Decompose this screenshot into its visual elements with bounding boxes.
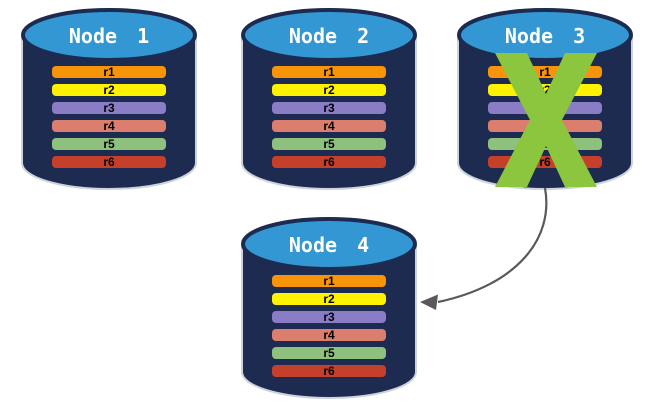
- replica-row-r6: r6: [52, 156, 166, 168]
- node-3: Node 3 r1 r2 r3 r4 r5 r6: [456, 7, 634, 191]
- replica-row-r4: r4: [272, 120, 386, 132]
- replica-row-r5: r5: [52, 138, 166, 150]
- replica-row-r3: r3: [52, 102, 166, 114]
- replica-row-r4: r4: [272, 329, 386, 341]
- replica-row-r3: r3: [272, 311, 386, 323]
- cylinder-top: [241, 217, 417, 271]
- replica-row-r1: r1: [272, 275, 386, 287]
- replica-row-r2: r2: [272, 293, 386, 305]
- replica-row-r6: r6: [272, 365, 386, 377]
- arrow-curve: [437, 187, 548, 304]
- replica-rows: r1 r2 r3 r4 r5 r6: [272, 66, 386, 168]
- node-title: Node 4: [288, 233, 370, 257]
- cross-shape: [495, 53, 597, 187]
- failure-cross-icon: [495, 53, 597, 187]
- node-1: Node 1 r1 r2 r3 r4 r5 r6: [20, 7, 198, 191]
- node-title: Node 2: [288, 24, 370, 48]
- cylinder-top: [457, 8, 633, 62]
- node-4: Node 4 r1 r2 r3 r4 r5 r6: [240, 216, 418, 400]
- replica-row-r2: r2: [272, 84, 386, 96]
- node-2: Node 2 r1 r2 r3 r4 r5 r6: [240, 7, 418, 191]
- cylinder-top: [21, 8, 197, 62]
- replica-row-r5: r5: [272, 138, 386, 150]
- replica-rows: r1 r2 r3 r4 r5 r6: [52, 66, 166, 168]
- cylinder-top: [241, 8, 417, 62]
- arrowhead-icon: [420, 294, 438, 310]
- replica-row-r6: r6: [272, 156, 386, 168]
- node-title: Node 1: [68, 24, 150, 48]
- replica-rows: r1 r2 r3 r4 r5 r6: [272, 275, 386, 377]
- replica-row-r4: r4: [52, 120, 166, 132]
- replica-row-r1: r1: [272, 66, 386, 78]
- replica-row-r2: r2: [52, 84, 166, 96]
- replica-row-r5: r5: [272, 347, 386, 359]
- node-title: Node 3: [504, 24, 586, 48]
- replica-row-r1: r1: [52, 66, 166, 78]
- replica-row-r3: r3: [272, 102, 386, 114]
